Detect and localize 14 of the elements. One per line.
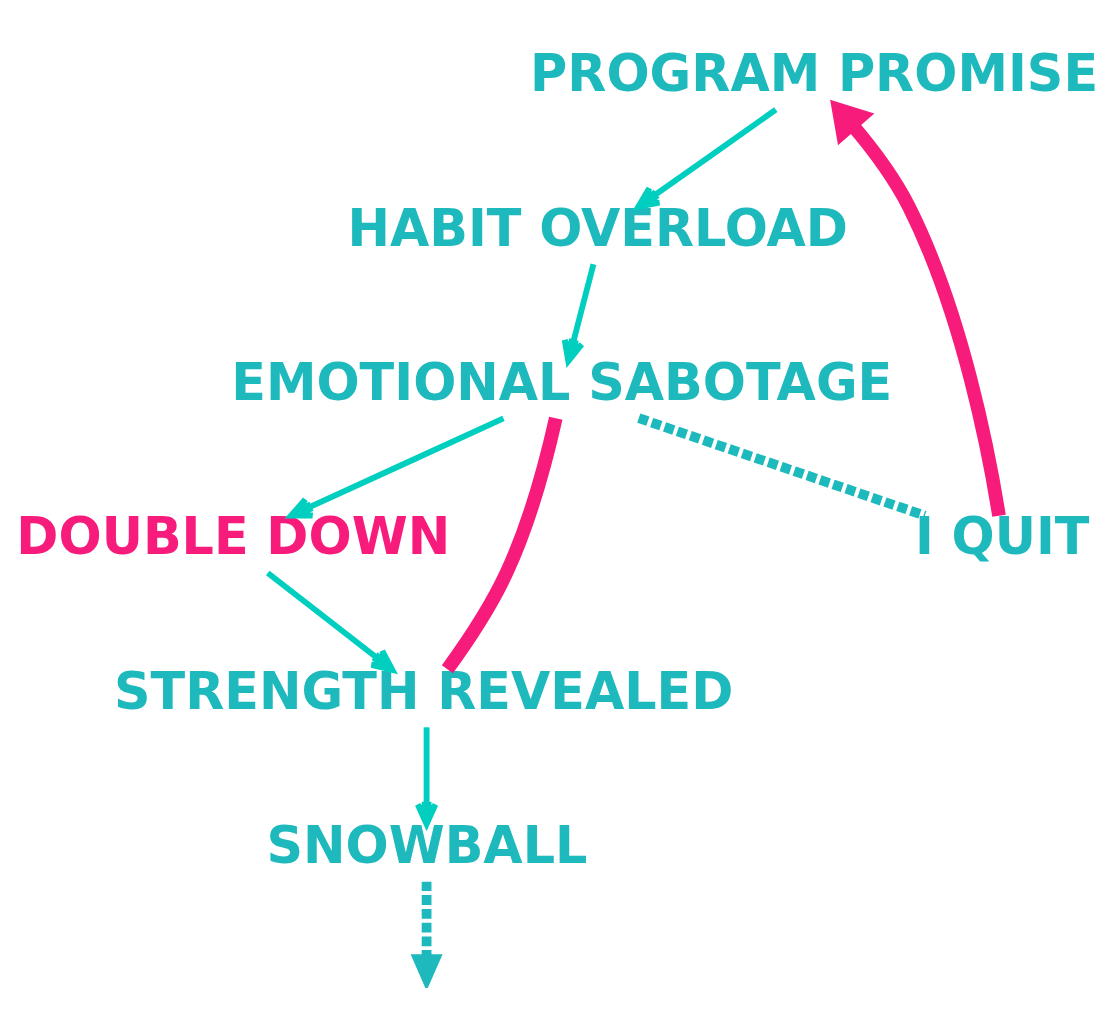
node-text: STRENGTH REVEALED <box>114 661 734 721</box>
arrow <box>561 263 597 365</box>
connector <box>441 416 563 674</box>
arrow <box>410 881 443 988</box>
node-text: SNOWBALL <box>266 816 588 876</box>
connector <box>637 413 927 521</box>
arrow <box>830 99 1006 517</box>
node-text: I QUIT <box>914 507 1090 567</box>
node-text: HABIT OVERLOAD <box>347 198 848 258</box>
node-text: PROGRAM PROMISE <box>530 44 1099 104</box>
node-text: EMOTIONAL SABOTAGE <box>231 353 893 413</box>
node-text: DOUBLE DOWN <box>16 507 451 567</box>
arrow <box>265 570 396 673</box>
arrow <box>635 107 778 210</box>
